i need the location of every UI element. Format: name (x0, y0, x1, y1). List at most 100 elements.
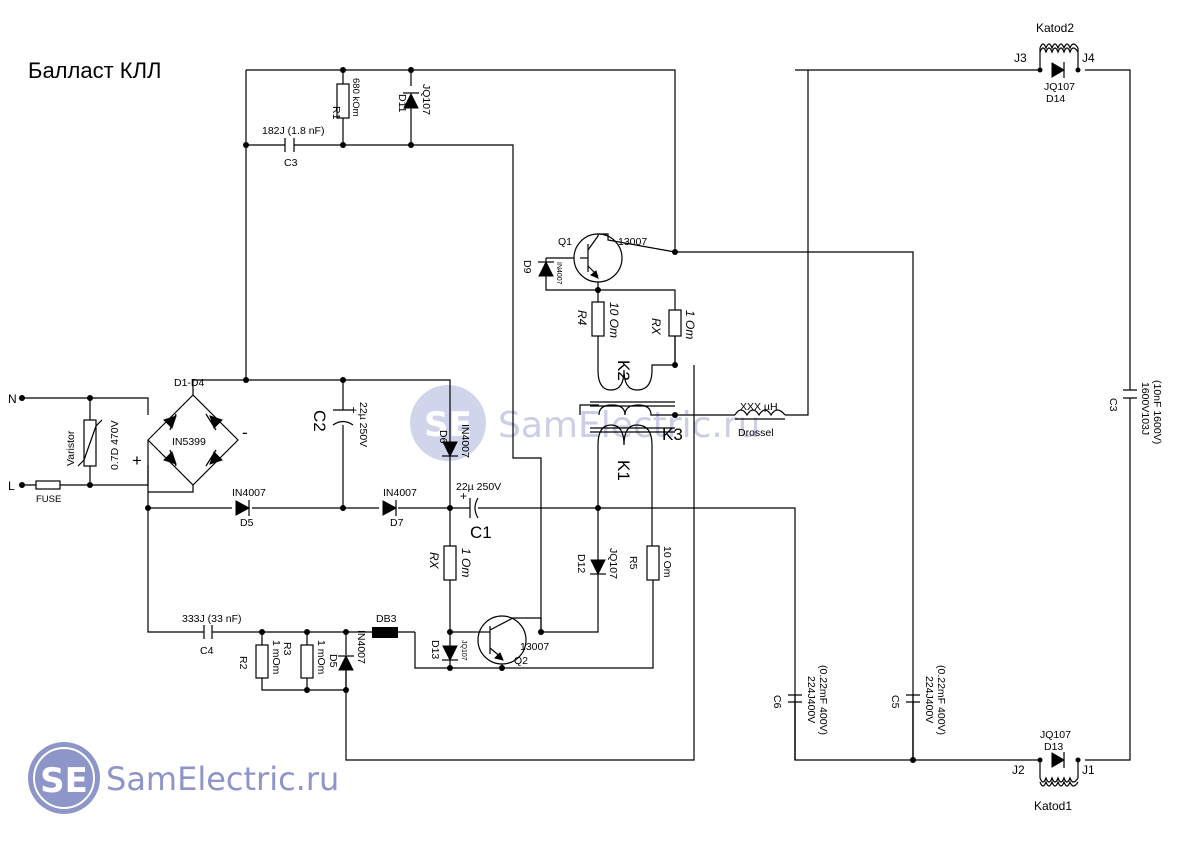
rx-lower-resistor: RX 1 Om (427, 545, 473, 581)
rx-upper-ref: RX (649, 318, 663, 336)
c3-top-value: 182J (1.8 nF) (262, 125, 324, 137)
q1-type: 13007 (618, 236, 647, 248)
bridge-plus: + (132, 451, 142, 470)
c4-ref: C4 (200, 645, 214, 657)
d11-diode: D11 JQ107 (396, 84, 432, 115)
d5b-diode: D5 IN4007 (327, 630, 367, 671)
j2-label: J2 (1012, 763, 1025, 777)
d7-type: IN4007 (383, 487, 417, 499)
q2-transistor: 13007 Q2 (475, 615, 549, 667)
r5-ref: R5 (627, 556, 639, 570)
r2-ref: R2 (237, 656, 249, 670)
bridge-ref: D1-D4 (174, 377, 205, 389)
d12-type: JQ107 (607, 548, 619, 579)
wires (22, 69, 1131, 761)
c6-code: 224J400V (805, 676, 817, 723)
rx-upper-value: 1 Om (683, 310, 697, 339)
c2-value: 22µ 250V (357, 402, 369, 447)
c3-right-ref: C3 (1107, 398, 1119, 412)
d13b-ref: D13 (1044, 741, 1063, 753)
d9-ref: D9 (521, 260, 533, 274)
j1-label: J1 (1082, 763, 1095, 777)
watermark-bottom-text: SamElectric.ru (106, 760, 339, 798)
q2-ref: Q2 (514, 655, 528, 667)
r3-ref: R3 (281, 642, 293, 656)
c5-code: 224J400V (923, 676, 935, 723)
db3-diac: DB3 (372, 613, 398, 638)
c2-plus: + (350, 403, 357, 417)
fuse: FUSE (35, 480, 61, 505)
diagram-title: Балласт КЛЛ (28, 58, 161, 83)
c2-capacitor: + C2 22µ 250V (310, 402, 369, 447)
k1-label: K1 (614, 460, 633, 481)
d5b-ref: D5 (327, 654, 339, 668)
varistor-label: Varistor (65, 430, 77, 466)
watermark-bottom-logo: SE (40, 761, 88, 801)
c3-top-ref: C3 (284, 157, 298, 169)
d13-ref: D13 (429, 640, 441, 659)
r3-resistor: R3 1 mOm (281, 640, 327, 679)
r4-resistor: R4 10 Om (575, 301, 621, 338)
katod1-label: Katod1 (1034, 799, 1072, 813)
watermark-center: SE SamElectric.ru (410, 385, 760, 461)
transformer: K2 K3 K1 (590, 360, 683, 481)
d7-ref: D7 (390, 517, 404, 529)
varistor: Varistor 0.7D 470V (65, 419, 121, 470)
bridge-rectifier: D1-D4 IN5399 + - (132, 377, 248, 470)
d13-diode: D13 JQ107 (429, 640, 467, 662)
c3-right-value: (10nF 1600V) (1151, 380, 1163, 444)
c1-capacitor: + 22µ 250V C1 (456, 481, 501, 542)
q1-transistor: Q1 13007 (558, 233, 676, 283)
drossel-value: XXX µH (740, 401, 778, 413)
d13-type: JQ107 (460, 640, 467, 661)
katod2-filament: Katod2 J3 J4 JQ107 D14 (1014, 21, 1095, 105)
c4-capacitor: 333J (33 nF) C4 (182, 613, 242, 657)
c4-value: 333J (33 nF) (182, 613, 242, 625)
d11-type: JQ107 (420, 84, 432, 115)
c3-right-code: 1600V103J (1139, 382, 1151, 435)
bridge-minus: - (242, 423, 248, 442)
r2-resistor: R2 1 mOm (237, 640, 282, 679)
j4-label: J4 (1082, 51, 1095, 65)
d12-diode: D12 JQ107 (575, 548, 619, 579)
r1-value: 680 kOm (350, 78, 361, 117)
d6-diode: D6 IN4007 (437, 424, 471, 458)
r1-resistor: R1 680 kOm (330, 78, 361, 120)
k2-label: K2 (614, 360, 633, 381)
r4-ref: R4 (575, 310, 589, 326)
rx-lower-ref: RX (427, 552, 441, 570)
c3-right-capacitor: C3 (10nF 1600V) 1600V103J (1107, 380, 1163, 444)
d14-type: JQ107 (1044, 81, 1075, 93)
c3-top-capacitor: 182J (1.8 nF) C3 (262, 125, 324, 169)
db3-label: DB3 (376, 613, 397, 625)
varistor-value: 0.7D 470V (109, 420, 121, 470)
r2-value: 1 mOm (270, 640, 282, 675)
c1-ref: C1 (470, 523, 492, 542)
r5-resistor: R5 10 Om (627, 545, 673, 581)
rx-upper-resistor: RX 1 Om (649, 309, 697, 339)
d11-ref: D11 (396, 94, 408, 113)
l-terminal-label: L (8, 479, 15, 493)
c6-capacitor: C6 (0.22mF 400V) 224J400V (771, 665, 829, 760)
d9-diode: D9 IN4007 (521, 260, 562, 285)
d7-diode: IN4007 D7 (382, 487, 417, 529)
watermark-center-logo: SE (424, 405, 472, 445)
c5-capacitor: C5 (0.22mF 400V) 224J400V (889, 665, 947, 760)
d5-ref: D5 (240, 517, 254, 529)
katod2-label: Katod2 (1036, 21, 1074, 35)
k3-label: K3 (662, 425, 683, 444)
r4-value: 10 Om (607, 302, 621, 338)
bridge-type: IN5399 (172, 436, 206, 448)
junction-dots (19, 67, 916, 763)
c1-plus: + (460, 489, 467, 503)
j3-label: J3 (1014, 51, 1027, 65)
d5-diode: IN4007 D5 (232, 487, 266, 529)
d5-type: IN4007 (232, 487, 266, 499)
c1-value: 22µ 250V (456, 481, 501, 493)
d12-ref: D12 (575, 554, 587, 573)
katod1-filament: JQ107 D13 J2 J1 Katod1 (1012, 729, 1095, 813)
q2-type: 13007 (520, 641, 549, 653)
d14-ref: D14 (1046, 93, 1065, 105)
